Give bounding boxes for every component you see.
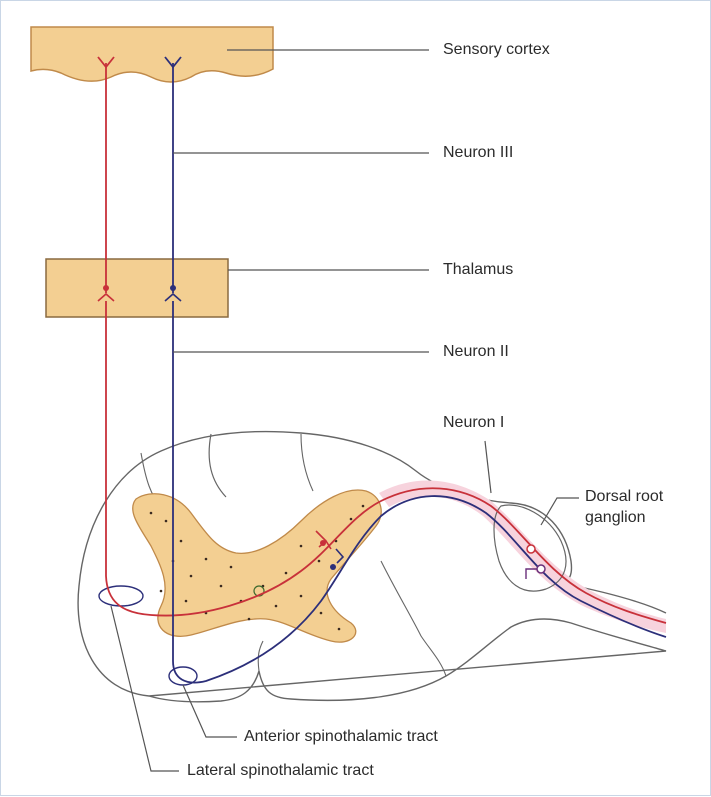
sensory-cortex-block: [31, 27, 273, 82]
leader-neuron-1: [485, 441, 491, 493]
thalamus-block: [46, 259, 228, 317]
label-dorsal-root-line2: ganglion: [585, 510, 646, 526]
label-neuron-3: Neuron III: [443, 145, 513, 161]
label-dorsal-root-line1: Dorsal root: [585, 489, 663, 505]
label-lateral-spinothalamic-tract: Lateral spinothalamic tract: [187, 763, 374, 779]
red-cell-thalamus: [103, 285, 109, 291]
blue-cell-thalamus: [170, 285, 176, 291]
red-ganglion-cell: [527, 545, 535, 553]
blue-ganglion-cell: [537, 565, 545, 573]
label-sensory-cortex: Sensory cortex: [443, 42, 550, 58]
blue-cell-cord: [330, 564, 336, 570]
label-thalamus: Thalamus: [443, 262, 513, 278]
label-neuron-2: Neuron II: [443, 344, 509, 360]
label-anterior-spinothalamic-tract: Anterior spinothalamic tract: [244, 729, 438, 745]
red-cell-cord: [320, 540, 326, 546]
label-neuron-1: Neuron I: [443, 415, 504, 431]
